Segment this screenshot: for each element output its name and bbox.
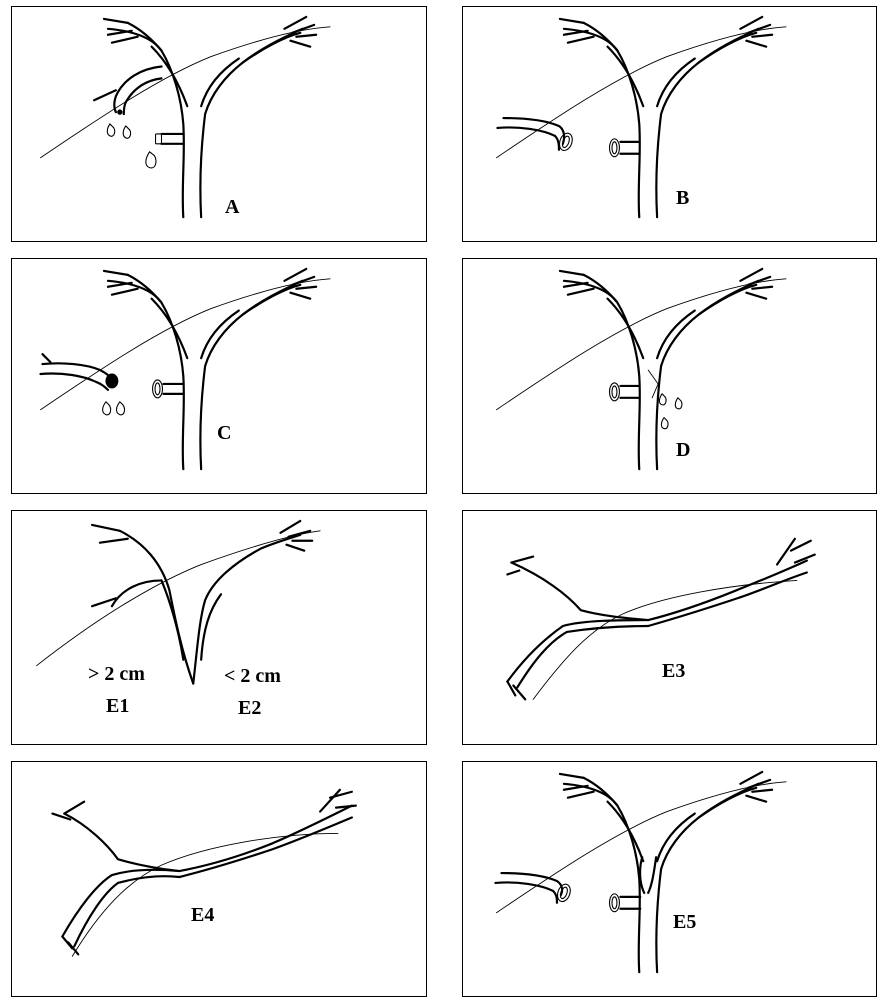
panel-e5-label: E5 <box>673 912 696 932</box>
panel-a: A <box>11 6 427 242</box>
tree-illustration-b <box>463 7 876 241</box>
tree-illustration-e3 <box>463 511 876 744</box>
panel-e2-size-label: < 2 cm <box>224 666 281 686</box>
panel-e4-label: E4 <box>191 905 214 925</box>
panel-e1-size-label: > 2 cm <box>88 664 145 684</box>
panel-b: B <box>462 6 877 242</box>
panel-e2-label: E2 <box>238 698 261 718</box>
tree-illustration-e5 <box>463 762 876 996</box>
panel-b-label: B <box>676 188 689 208</box>
panel-e4: E4 <box>11 761 427 997</box>
panel-e1-e2: > 2 cm E1 < 2 cm E2 <box>11 510 427 745</box>
tree-illustration-a <box>12 7 426 241</box>
tree-illustration-c <box>12 259 426 493</box>
panel-e5: E5 <box>462 761 877 997</box>
panel-e3-label: E3 <box>662 661 685 681</box>
panel-a-label: A <box>225 197 239 217</box>
panel-d-label: D <box>676 440 690 460</box>
panel-d: D <box>462 258 877 494</box>
panel-c-label: C <box>217 423 231 443</box>
panel-c: C <box>11 258 427 494</box>
panel-e3: E3 <box>462 510 877 745</box>
tree-illustration-e1-e2 <box>12 511 426 744</box>
panel-e1-label: E1 <box>106 696 129 716</box>
tree-illustration-e4 <box>12 762 426 996</box>
tree-illustration-d <box>463 259 876 493</box>
